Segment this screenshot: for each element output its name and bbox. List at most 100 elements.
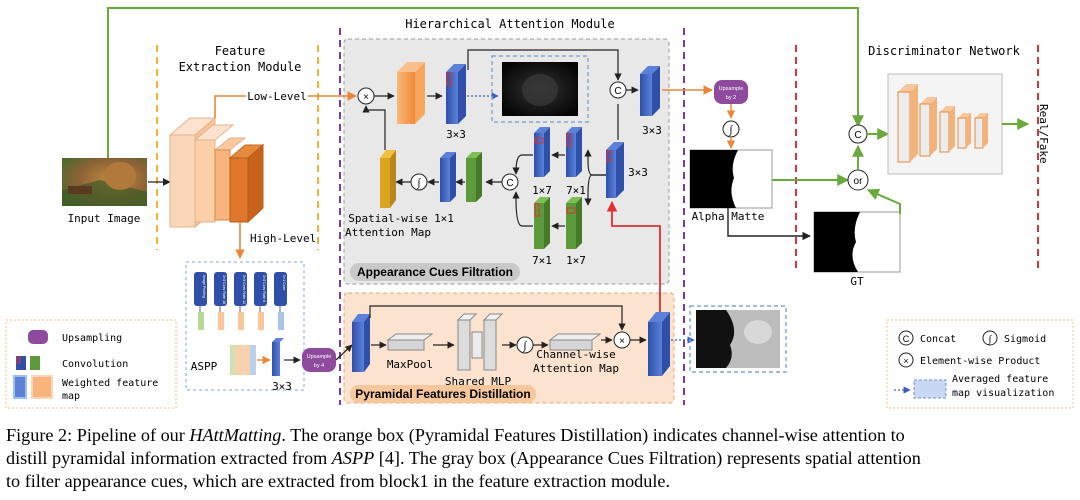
kernel-7x1-a: 7×1 [566, 184, 586, 197]
conv-3x3-branch [606, 142, 624, 198]
legend-sigmoid: ∫ Sigmoid [982, 330, 1046, 346]
aspp-conv-block [272, 338, 284, 376]
conv-1x7-top [534, 127, 550, 177]
upsample-by4-text-2: by 4 [314, 363, 324, 369]
discriminator-layers [897, 84, 988, 163]
conv-7x1-bottom [534, 197, 550, 249]
legend-averaged-text-2: map visualization [952, 388, 1054, 399]
legend-convolution: Convolution [16, 356, 128, 370]
shared-mlp-label: Shared MLP [445, 375, 512, 388]
upsample-by2-text-2: by 2 [726, 95, 736, 101]
legend-concat-symbol: C [903, 334, 910, 344]
legend-conv-blue-swatch [16, 356, 26, 370]
concat-op-top: C [609, 81, 627, 99]
conv-1x7-bottom [566, 197, 582, 249]
appearance-cues-title: Appearance Cues Filtration [357, 265, 513, 279]
kernel-3x3-a: 3×3 [446, 128, 466, 141]
kernel-3x3-c: 3×3 [642, 124, 662, 137]
aspp-branch-2: 3×3 Conv Rate 18 [222, 275, 226, 304]
legend-averaged-swatch [913, 379, 947, 399]
conv-7x1-top [566, 127, 582, 177]
weighted-feature-orange [397, 62, 425, 124]
svg-text:or: or [854, 176, 864, 187]
conv-1x1-blue [440, 152, 456, 202]
alpha-matte-image [689, 149, 773, 209]
sigmoid-op-output: ∫ [722, 120, 740, 138]
channel-attention-label-2: Attention Map [533, 362, 619, 375]
feature-extraction-blocks [168, 116, 265, 229]
aspp-branches [194, 272, 287, 375]
gt-image [813, 211, 901, 273]
conv-1x1-green [466, 152, 482, 202]
kernel-7x1-b: 7×1 [532, 254, 552, 267]
red-feedback-arrow [606, 200, 661, 330]
spatial-attention-map [380, 150, 396, 208]
upsample-by4-text-1: Upsample [307, 354, 332, 360]
legend-averaged-text-1: Averaged feature [952, 374, 1048, 385]
feature-extraction-title-2: Extraction Module [179, 60, 302, 74]
caption-line-3: to filter appearance cues, which are ext… [6, 471, 671, 491]
legend-upsampling-text: Upsampling [62, 333, 122, 344]
svg-text:C: C [614, 86, 621, 97]
aspp-branch-4: 3×3 Conv Rate 6 [262, 275, 266, 302]
spatial-attention-label-1: Spatial-wise [348, 212, 427, 225]
shared-mlp-block [456, 313, 504, 371]
legend-right-box [886, 319, 1074, 409]
kernel-3x3-b: 3×3 [628, 166, 648, 179]
svg-text:∫: ∫ [416, 177, 421, 189]
legend-sigmoid-symbol: ∫ [988, 334, 993, 345]
spatial-attention-label-2: Attention Map [345, 226, 431, 239]
legend-product: × Element-wise Product [898, 352, 1040, 368]
legend-convolution-text: Convolution [62, 359, 128, 370]
caption-text: [4]. The gray box (Appearance Cues Filtr… [374, 448, 921, 468]
caption-text: Figure 2: Pipeline of our [6, 425, 190, 445]
pyramidal-features-title: Pyramidal Features Distillation [355, 387, 530, 401]
maxpool-block [386, 333, 434, 351]
kernel-1x7-a: 1×7 [532, 184, 552, 197]
real-fake-label: Real/Fake [1037, 104, 1050, 164]
or-op: or [847, 169, 869, 191]
svg-text:×: × [363, 92, 369, 103]
feature-visualization-top [502, 62, 578, 116]
svg-text:C: C [854, 130, 861, 141]
upsample-by4-node[interactable]: Upsample by 4 [302, 348, 336, 372]
figure-caption: Figure 2: Pipeline of our HAttMatting. T… [6, 424, 1076, 493]
legend-product-symbol: × [903, 356, 908, 366]
aspp-ref: ASPP [331, 448, 375, 468]
legend-concat: C Concat [898, 330, 956, 346]
caption-line-2: distill pyramidal information extracted … [6, 447, 1076, 470]
conv-3x3-top [446, 64, 466, 124]
matte-to-gt-line [727, 208, 811, 241]
upsample-by2-node[interactable]: Upsample by 2 [714, 80, 748, 104]
aspp-branch-3: 3×3 Conv Rate 12 [242, 275, 246, 304]
pipeline-diagram: Hierarchical Attention Module Feature Ex… [5, 7, 1074, 409]
aspp-branch-texts: Image Pooling 3×3 Conv Rate 18 3×3 Conv … [202, 275, 286, 304]
caption-text: distill pyramidal information extracted … [6, 448, 332, 468]
caption-text: . The orange box (Pyramidal Features Dis… [281, 425, 905, 445]
legend-weighted: Weighted feature map [13, 375, 158, 402]
legend-weighted-text-1: Weighted feature [62, 378, 158, 389]
legend-concat-text: Concat [920, 334, 956, 345]
legend-weighted-blue-swatch [13, 375, 27, 399]
channel-attention-block [548, 333, 602, 351]
legend-upsampling-swatch [28, 330, 48, 344]
hierarchical-attention-title: Hierarchical Attention Module [405, 17, 615, 31]
feature-visualization-bottom-frame [689, 305, 787, 373]
feature-visualization-top-frame [491, 55, 589, 123]
concat-op-mid: C [501, 173, 519, 191]
input-image-label: Input Image [68, 212, 141, 225]
channel-attention-label-1: Channel-wise [536, 348, 615, 361]
legend-left-box [5, 319, 177, 409]
sigmoid-op-mid: ∫ [410, 173, 428, 191]
legend-product-text: Element-wise Product [920, 356, 1040, 367]
concat-op-disc: C [848, 124, 868, 144]
feature-visualization-bottom [696, 310, 780, 368]
legend-sigmoid-text: Sigmoid [1004, 334, 1046, 345]
branch-to-concat-top [467, 49, 622, 81]
sigmoid-op-pfd: ∫ [516, 336, 534, 354]
legend-upsampling: Upsampling [28, 330, 122, 344]
legend-averaged: Averaged feature map visualization [894, 374, 1054, 399]
aspp-label: ASPP [191, 360, 218, 373]
method-name: HAttMatting [189, 425, 282, 445]
high-level-label: High-Level [250, 232, 316, 245]
